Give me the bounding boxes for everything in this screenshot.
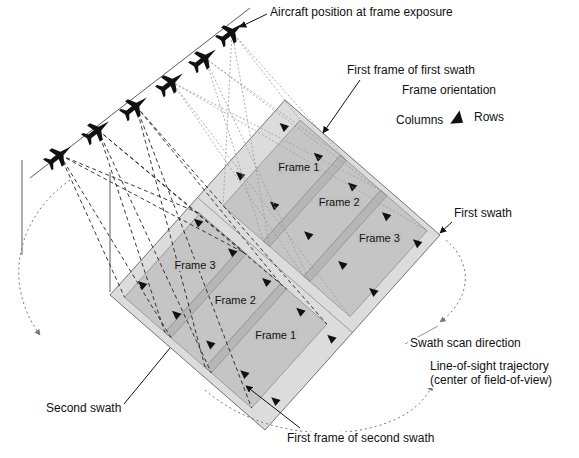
aircraft-icon <box>186 41 222 76</box>
callout-label: Rows <box>472 111 506 125</box>
trajectory-curve <box>205 385 432 433</box>
callout-label: Second swath <box>44 402 123 416</box>
aircraft-icon <box>117 89 153 124</box>
trajectory-curve <box>19 180 70 335</box>
orientation-marker <box>336 258 348 270</box>
orientation-symbol <box>450 111 467 130</box>
aircraft-group <box>41 15 249 173</box>
orientation-marker <box>345 180 357 192</box>
orientation-marker <box>367 285 379 297</box>
orientation-marker <box>325 332 337 344</box>
orientation-marker <box>203 337 215 349</box>
orientation-marker <box>379 209 391 221</box>
sight-line <box>232 32 347 161</box>
aircraft-icon <box>153 65 189 100</box>
axis-line <box>110 172 111 292</box>
frame-label: Frame 3 <box>173 259 218 272</box>
leader-arrow <box>440 222 452 233</box>
sight-line <box>232 32 300 120</box>
aircraft-icon <box>79 113 115 148</box>
callout-label: Frame orientation <box>400 84 498 98</box>
frame-band <box>205 284 327 408</box>
leader-arrow <box>323 80 360 133</box>
orientation-marker <box>238 367 250 379</box>
frame-band <box>304 190 428 316</box>
sight-line <box>98 130 165 332</box>
leader-arrow <box>246 386 300 428</box>
frame-label: Frame 2 <box>317 196 362 209</box>
sight-line <box>205 58 387 196</box>
orientation-marker <box>410 236 422 248</box>
frame-label: Frame 1 <box>253 329 298 342</box>
aircraft-icon <box>41 138 77 173</box>
sight-line <box>172 82 304 276</box>
sight-line <box>98 130 211 373</box>
leader-arrow <box>240 14 267 27</box>
callout-label: Aircraft position at frame exposure <box>268 6 455 20</box>
orientation-marker <box>301 228 313 240</box>
aircraft-icon <box>213 15 249 50</box>
callout-label: First swath <box>452 207 514 221</box>
ground-plane <box>110 100 440 430</box>
callout-label: First frame of second swath <box>285 432 436 446</box>
sight-line <box>205 58 263 241</box>
sight-line <box>60 155 171 338</box>
sight-lines <box>60 32 427 408</box>
leader-line <box>124 348 170 404</box>
sight-line <box>136 106 252 408</box>
callout-label: Swath scan direction <box>408 337 523 351</box>
sight-line <box>172 82 381 190</box>
orientation-marker <box>269 394 281 406</box>
callout-label: First frame of first swath <box>345 64 477 78</box>
flight-line <box>30 8 250 178</box>
ground-area <box>110 100 440 430</box>
callout-label: Columns <box>394 114 445 128</box>
scan-direction-curve <box>440 240 465 322</box>
axis-line <box>22 160 23 255</box>
sight-line <box>60 155 200 213</box>
orientation-marker <box>277 120 289 132</box>
frame-label: Frame 2 <box>213 294 258 307</box>
sight-line <box>232 32 270 246</box>
orientation-marker <box>311 150 323 162</box>
sight-line <box>60 155 125 297</box>
callout-label: Line-of-sight trajectory (center of fiel… <box>428 360 572 388</box>
orientation-marker <box>169 308 181 320</box>
sight-line <box>223 32 232 206</box>
orientation-marker <box>294 305 306 317</box>
frame-label: Frame 3 <box>357 232 402 245</box>
frame-label: Frame 1 <box>276 161 321 174</box>
sight-line <box>136 106 205 367</box>
orientation-marker <box>259 275 271 287</box>
orientation-marker <box>225 245 237 257</box>
sight-line <box>172 82 427 231</box>
sight-line <box>205 58 340 155</box>
